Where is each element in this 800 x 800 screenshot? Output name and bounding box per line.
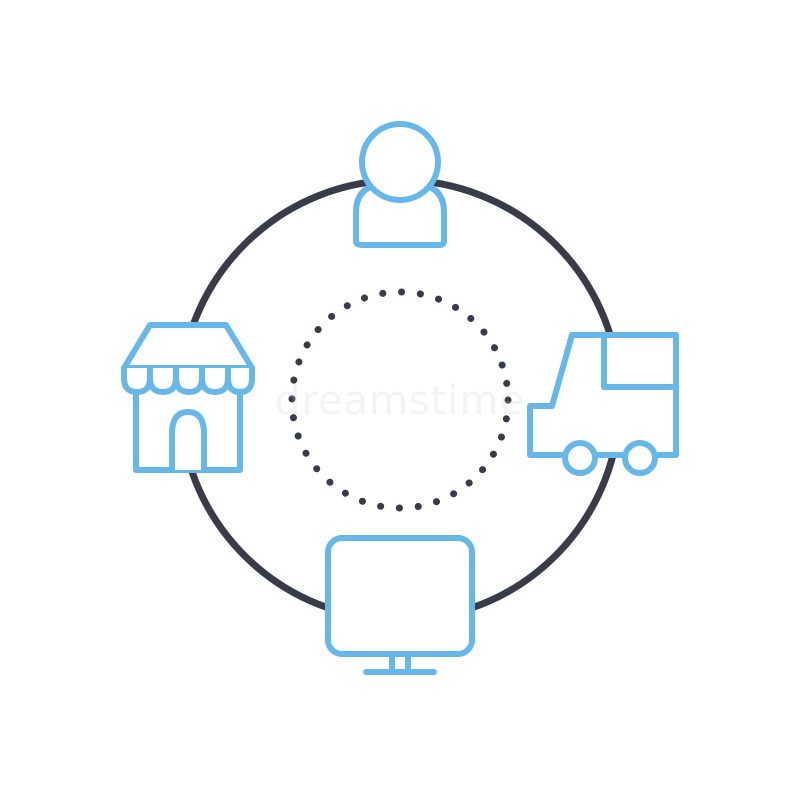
monitor-icon — [325, 535, 475, 675]
person-icon — [353, 121, 447, 248]
truck-icon — [527, 332, 679, 476]
shop-icon — [121, 322, 255, 473]
dotted-ring — [288, 288, 512, 512]
